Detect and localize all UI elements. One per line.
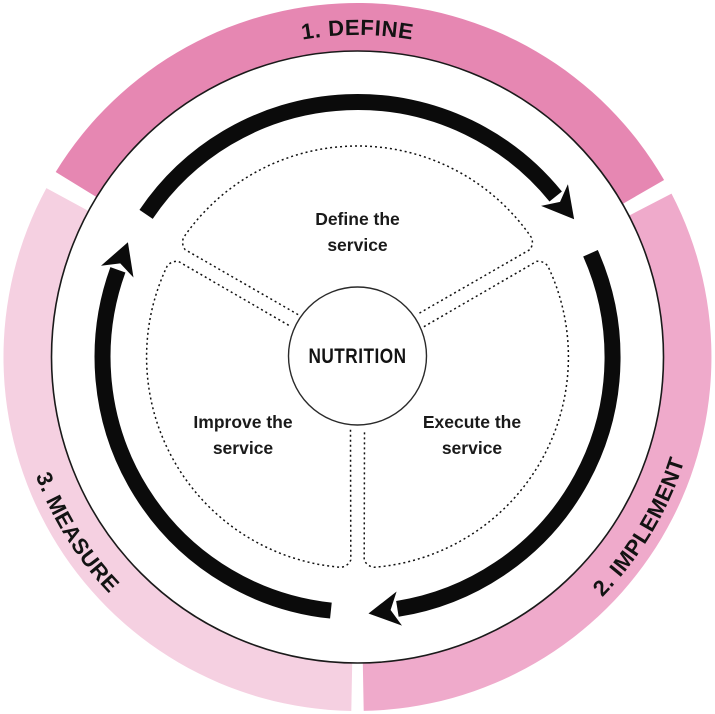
ring-segment-define [55, 2, 665, 205]
ring-label-define: 1. DEFINE [300, 15, 416, 45]
cycle-arrow-top [139, 93, 575, 220]
center-circle [287, 286, 428, 426]
sector-outline-execute [363, 260, 570, 569]
cycle-arrow-left [94, 242, 332, 619]
sector-label-define-line2: service [327, 235, 388, 255]
ring-segment-measure [3, 188, 353, 712]
center-label: NUTRITION [308, 346, 406, 369]
sector-labels: Define the service Execute the service I… [193, 209, 521, 458]
cycle-arrows [94, 93, 621, 626]
ring-segment-implement [362, 193, 712, 711]
sector-label-improve-line1: Improve the [193, 412, 292, 432]
sector-label-improve-line2: service [213, 438, 274, 458]
cycle-arrow-right [368, 250, 621, 626]
sector-outlines [145, 145, 570, 569]
sector-label-execute-line1: Execute the [423, 412, 521, 432]
sector-outline-improve [145, 260, 352, 569]
sector-outline-define [181, 145, 534, 316]
sector-label-execute-line2: service [442, 438, 503, 458]
sector-label-define-line1: Define the [315, 209, 400, 229]
